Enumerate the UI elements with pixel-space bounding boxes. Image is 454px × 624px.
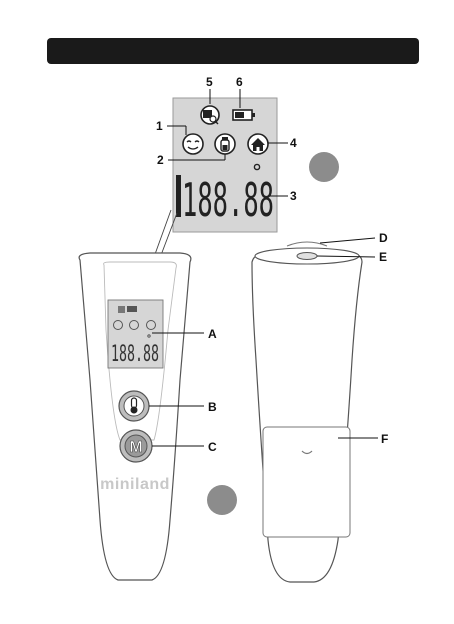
callout-C: C	[208, 440, 217, 454]
device-back	[252, 242, 362, 582]
callout-A: A	[208, 327, 217, 341]
lcd-zoom-digits: 188.88	[182, 173, 274, 227]
callout-1: 1	[156, 119, 163, 133]
callout-B: B	[208, 400, 217, 414]
lcd-zoom: 188.88	[173, 98, 277, 232]
lcd-segment-bar	[176, 175, 181, 217]
callout-F: F	[381, 432, 388, 446]
mode-button-label: M	[129, 439, 142, 456]
measure-button[interactable]	[119, 391, 149, 421]
callout-3: 3	[290, 189, 297, 203]
memory-book-icon	[201, 106, 219, 124]
callout-5: 5	[206, 75, 213, 89]
sensor-lens	[297, 253, 317, 260]
grey-dot-bottom	[207, 485, 237, 515]
thermometer-icon	[131, 398, 138, 414]
callout-6: 6	[236, 75, 243, 89]
bottle-icon	[215, 134, 235, 154]
mode-button[interactable]: M	[120, 430, 152, 462]
callout-D: D	[379, 231, 388, 245]
callout-E: E	[379, 250, 387, 264]
house-icon	[248, 134, 268, 154]
callout-2: 2	[157, 153, 164, 167]
battery-cover	[263, 427, 350, 537]
callout-4: 4	[290, 136, 297, 150]
grey-dot-top	[309, 152, 339, 182]
face-icon	[183, 134, 203, 154]
battery-icon	[233, 110, 255, 120]
lcd-small-digits: 188.88	[111, 342, 159, 367]
brand-logo-text: miniland	[100, 476, 170, 493]
device-front: 188.88 M miniland	[79, 253, 191, 580]
